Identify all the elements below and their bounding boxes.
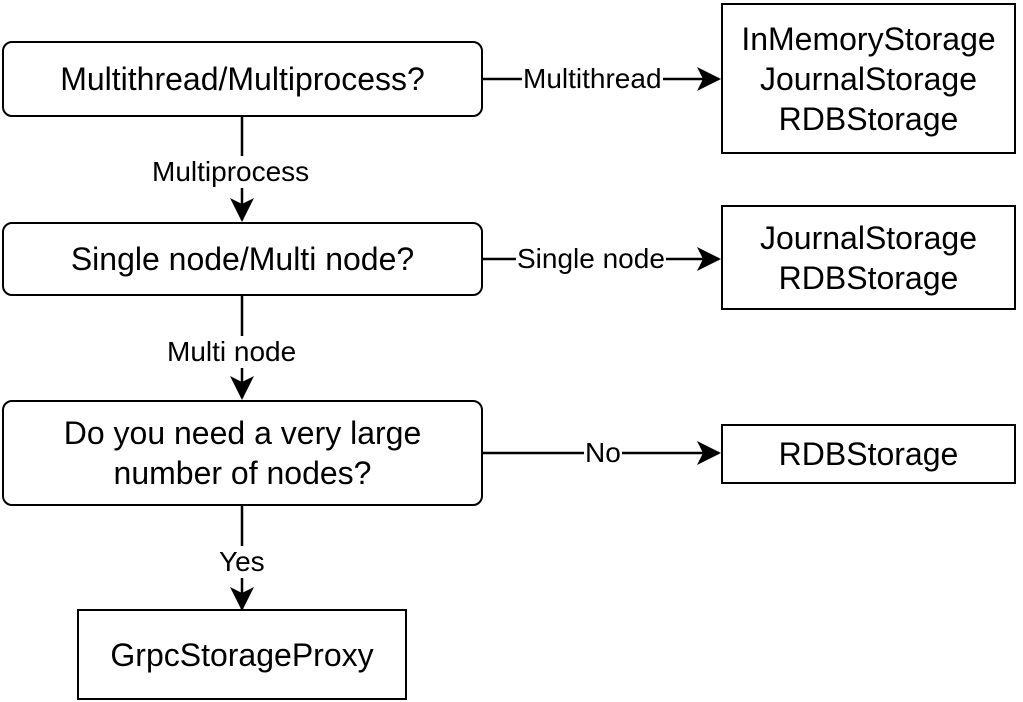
decision-large-scale-line-1: Do you need a very large [63,415,422,451]
decision-node-count-text: Single node/Multi node? [70,241,415,277]
decision-large-scale-line-2: number of nodes? [113,455,372,491]
result-large-line-1: GrpcStorageProxy [110,636,374,673]
edge-label-single-node: Single node [516,243,666,275]
edge-label-multithread: Multithread [522,63,663,95]
result-not-large-storage: RDBStorage [721,424,1016,484]
decision-threading-text: Multithread/Multiprocess? [60,61,425,97]
decision-threading: Multithread/Multiprocess? [2,41,483,117]
decision-large-scale: Do you need a very large number of nodes… [2,400,483,506]
edge-label-multiprocess: Multiprocess [151,156,311,188]
result-large-storage: GrpcStorageProxy [77,609,407,700]
edge-label-multi-node: Multi node [166,336,298,368]
result-single-node-storages: JournalStorage RDBStorage [721,205,1016,310]
decision-node-count: Single node/Multi node? [2,222,483,296]
result-single-node-line-1: JournalStorage [759,219,978,256]
result-multithread-line-2: JournalStorage [759,60,978,97]
result-multithread-line-3: RDBStorage [778,100,959,137]
edge-label-yes: Yes [218,546,266,578]
result-not-large-line-1: RDBStorage [778,436,959,472]
result-multithread-line-1: InMemoryStorage [741,20,996,57]
result-multithread-storages: InMemoryStorage JournalStorage RDBStorag… [721,3,1016,154]
edge-label-no: No [584,437,622,469]
result-single-node-line-2: RDBStorage [778,259,959,296]
